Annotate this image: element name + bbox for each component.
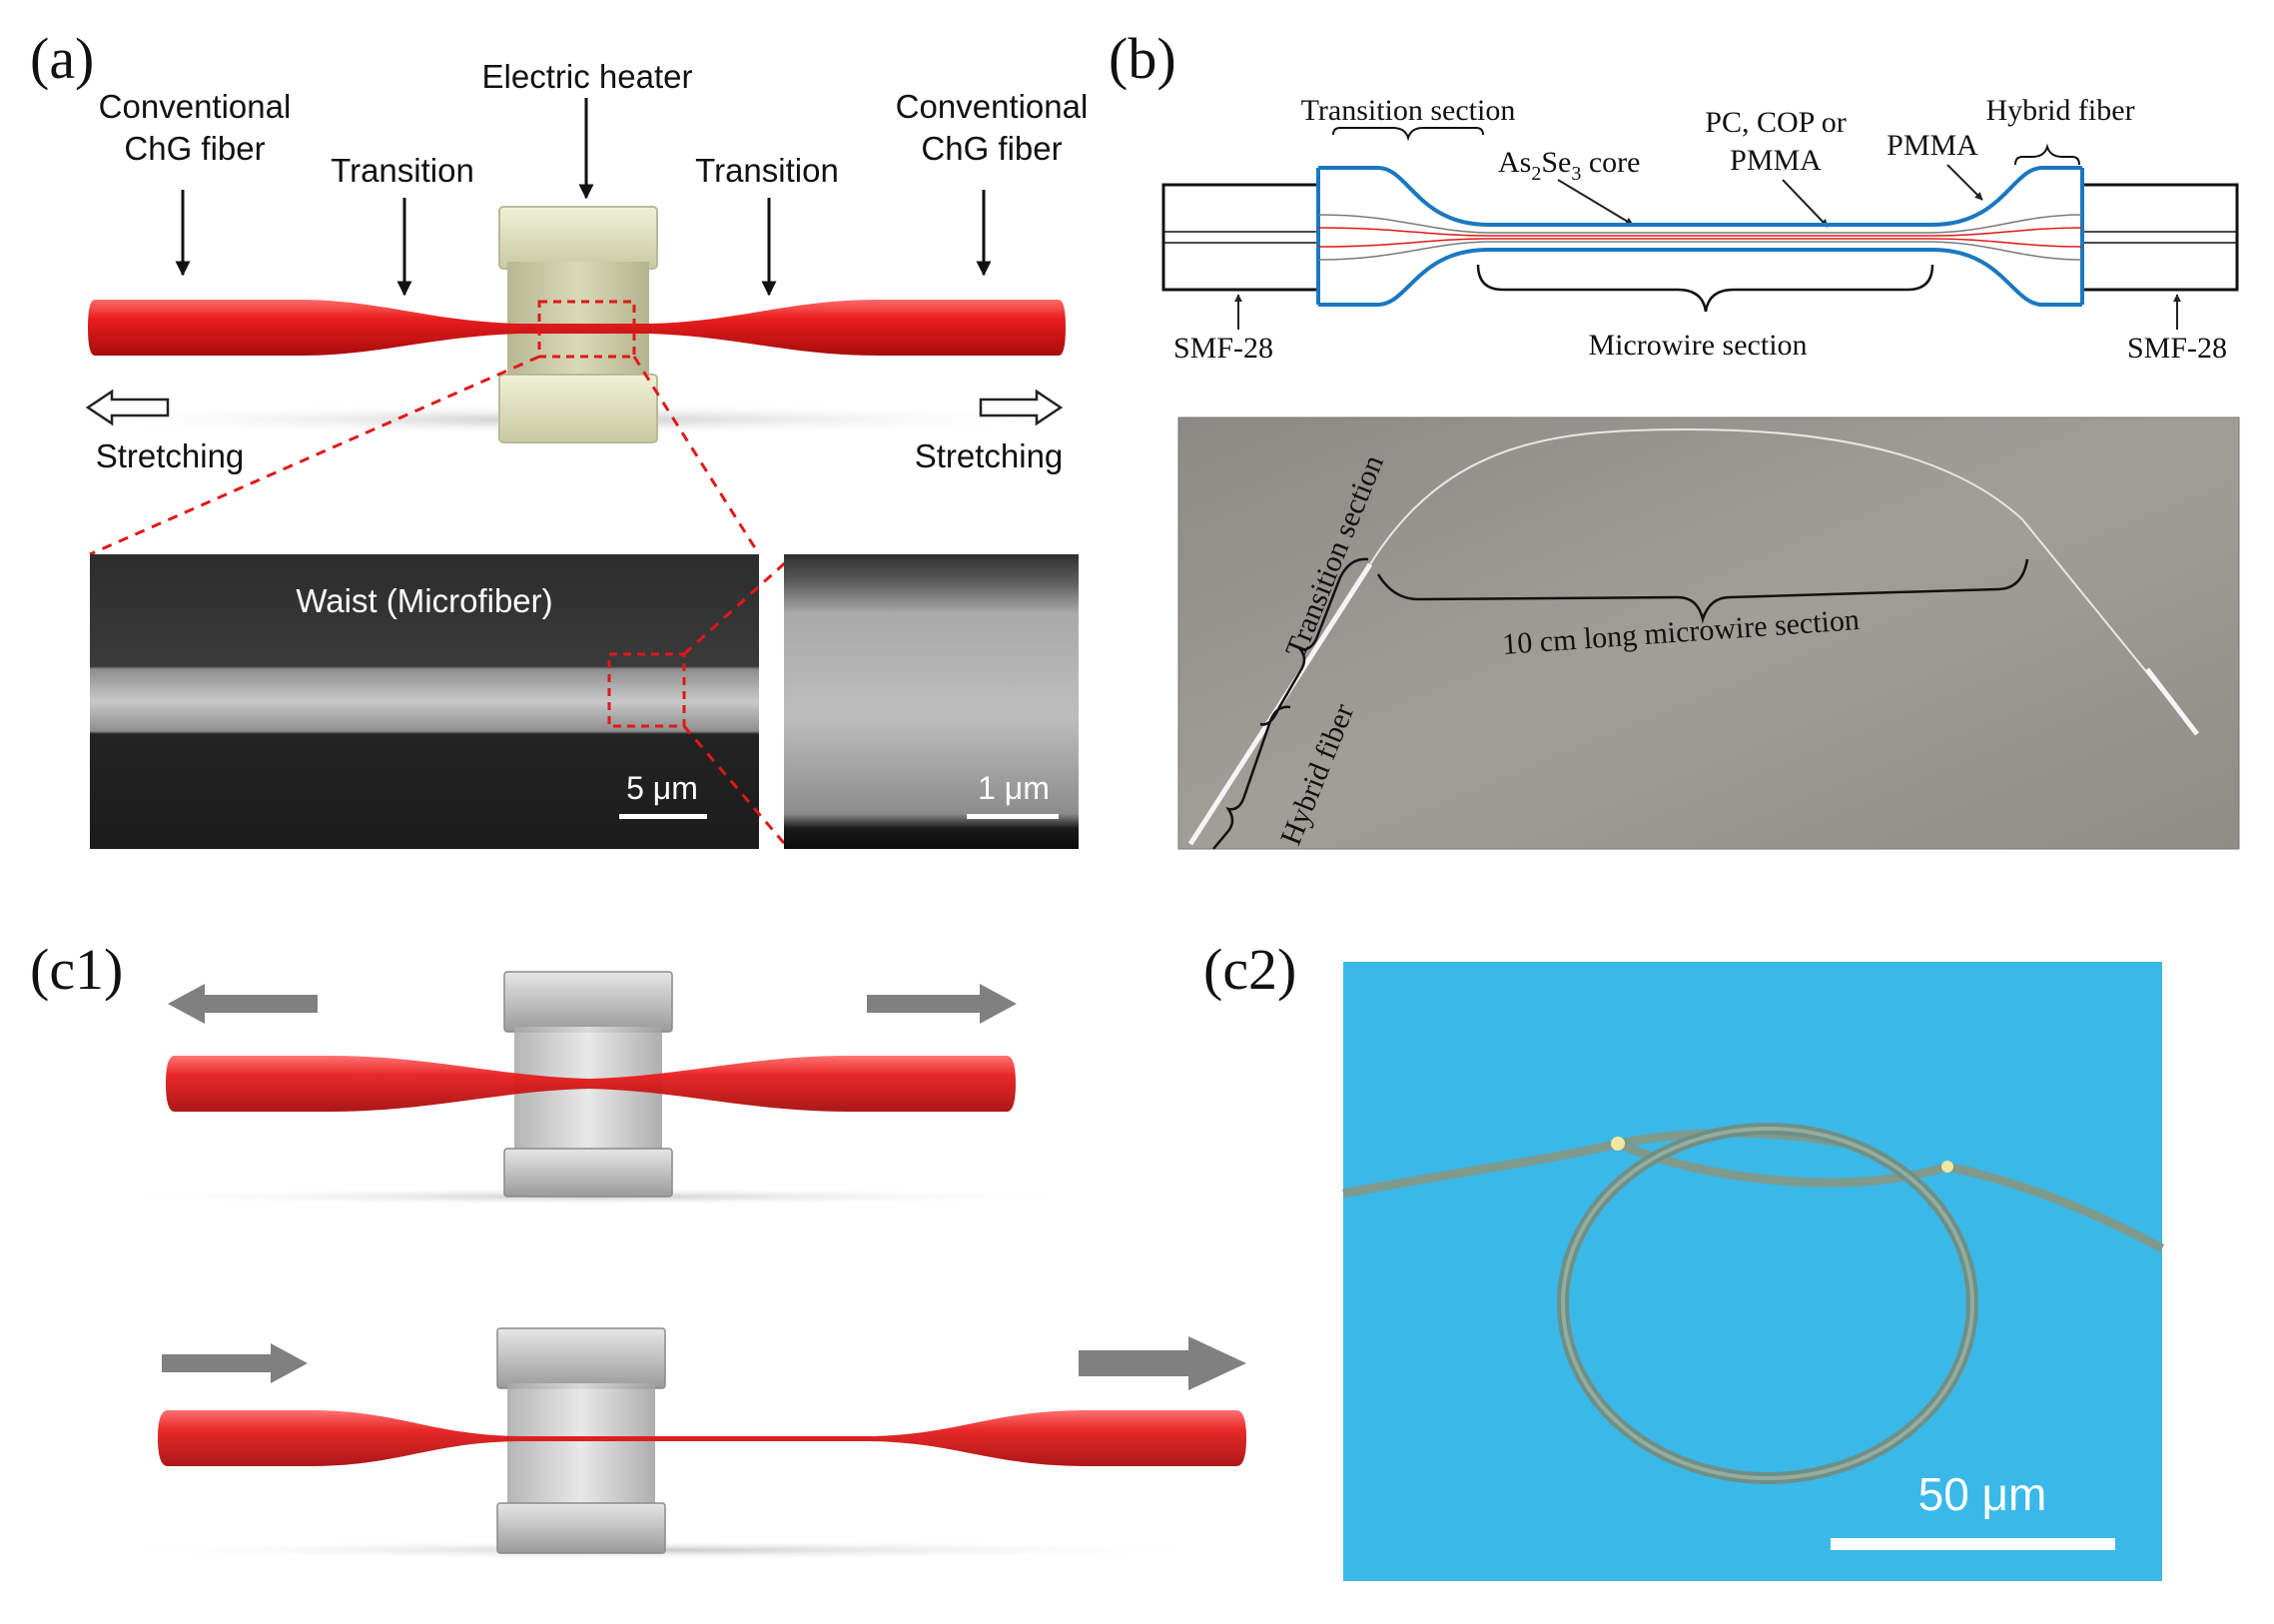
core-pointer (1557, 179, 1634, 226)
taper-inner-red-top (1317, 227, 2083, 237)
scale-1um-label: 1 μm (978, 770, 1050, 806)
scale-5um-label: 5 μm (626, 770, 698, 806)
heater-label: Electric heater (482, 58, 693, 95)
taper-inner-gray-bottom (1317, 241, 2083, 261)
cladding-pointer (1782, 179, 1829, 228)
sem-image-main (90, 554, 759, 849)
hybrid-fiber-label: Hybrid fiber (1985, 94, 2134, 127)
smf-left-label: SMF-28 (1173, 332, 1273, 365)
conv-right-line2: ChG fiber (921, 130, 1062, 167)
transition-right-label: Transition (695, 152, 839, 189)
c2-contact-point-left (1611, 1137, 1625, 1151)
sem-image-zoom (784, 554, 1079, 849)
zoom-box-heater (537, 300, 636, 359)
c2-scale-label: 50 μm (1918, 1468, 2047, 1520)
photo-microwire-arc (1369, 427, 2198, 735)
c2-scale-bar (1831, 1538, 2115, 1550)
panel-b: (b) Transition section As2Se3 core PC, C… (1109, 26, 2240, 850)
c1-top-heater-bottom (503, 1148, 673, 1198)
c1-top-fiber (166, 1056, 1016, 1112)
photo-fiber-sample (1177, 416, 2240, 850)
microwire-label: Microwire section (1588, 329, 1807, 362)
smf-right-box (2080, 183, 2239, 292)
photo-hybrid-brace (1212, 705, 1291, 850)
c1-top-heater-top (503, 971, 673, 1033)
panel-c2: (c2) 50 μm (1203, 937, 2165, 1581)
core-label: As2Se3 core (1498, 146, 1640, 185)
hybrid-brace (2014, 143, 2080, 166)
cladding-line2: PMMA (1730, 144, 1822, 177)
c1-bottom-arrow-left (162, 1343, 308, 1383)
c1-top-arrow-right (867, 984, 1017, 1024)
panel-a: (a) Conventional ChG fiber Electric heat… (30, 26, 1089, 850)
pmma-pointer (1946, 164, 1983, 201)
taper-inner-gray-top (1317, 214, 2083, 234)
c1-top-arrow-left (168, 984, 318, 1024)
transition-left-label: Transition (331, 152, 474, 189)
c2-contact-point-right (1941, 1161, 1953, 1173)
c1-bottom-heater-top (496, 1327, 666, 1389)
panel-c1-label: (c1) (30, 937, 123, 1002)
photo-hybrid-fiber-right (2145, 667, 2199, 736)
conv-right-line1: Conventional (896, 88, 1089, 125)
stretch-left-label: Stretching (96, 437, 245, 474)
smf-left-box (1161, 183, 1320, 292)
taper-inner-red-bottom (1317, 238, 2083, 248)
panel-c2-label: (c2) (1203, 937, 1296, 1002)
c1-bottom-heater-body (507, 1383, 655, 1523)
stretch-arrow-left (85, 389, 170, 426)
sem-title: Waist (Microfiber) (296, 582, 552, 619)
taper-outline-top (1318, 166, 2082, 227)
pmma-label: PMMA (1887, 129, 1978, 162)
fiber-taper-a (88, 300, 1066, 356)
c1-bottom-arrow-right (1079, 1336, 1246, 1390)
panel-c1: (c1) (30, 937, 1246, 1560)
zoom-line-sem-bottom (682, 725, 791, 850)
microwire-brace (1476, 264, 1934, 313)
conv-left-line1: Conventional (99, 88, 292, 125)
c1-bottom-fiber (158, 1410, 1246, 1466)
transition-brace (1332, 127, 1484, 142)
conv-left-line2: ChG fiber (124, 130, 265, 167)
stretch-right-label: Stretching (915, 437, 1064, 474)
photo-microwire-brace (1376, 558, 2029, 624)
taper-outline-bottom (1318, 248, 2082, 307)
heater-body (507, 262, 649, 382)
photo-transition-brace (1259, 557, 1369, 726)
c2-fiber-right-strand (1616, 1139, 2165, 1252)
smf-right-label: SMF-28 (2127, 332, 2227, 365)
transition-section-label: Transition section (1301, 94, 1516, 127)
panel-a-label: (a) (30, 26, 94, 91)
heater-top-block (498, 206, 658, 270)
zoom-line-right (632, 356, 761, 555)
heater-bottom-block (498, 374, 658, 443)
zoom-box-sem (607, 652, 686, 728)
c2-fiber-loop-highlight (1561, 1127, 1974, 1480)
scale-5um-bar (619, 814, 707, 819)
cladding-line1: PC, COP or (1705, 106, 1846, 139)
scale-1um-bar (967, 814, 1059, 819)
c1-bottom-heater-bottom (496, 1502, 666, 1554)
panel-b-label: (b) (1109, 26, 1176, 91)
stretch-arrow-right (979, 389, 1064, 426)
zoom-line-sem-top (682, 557, 791, 656)
zoom-line-left (89, 355, 540, 556)
c1-top-heater-body (514, 1027, 662, 1167)
